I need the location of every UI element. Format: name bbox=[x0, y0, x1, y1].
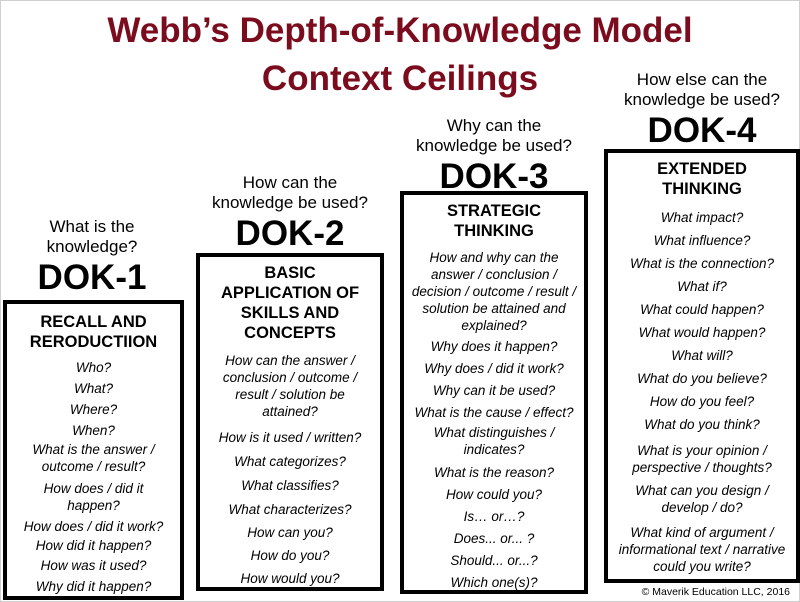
list-item: Who? bbox=[75, 360, 112, 375]
list-item: What classifies? bbox=[241, 478, 339, 493]
list-item: What is the connection? bbox=[629, 256, 775, 271]
list-item: How did it happen? bbox=[35, 538, 152, 553]
dok-1-box: RECALL AND RERODUCTIION Who? What? Where… bbox=[3, 300, 184, 600]
list-item: What impact? bbox=[660, 210, 744, 225]
list-item: How can you? bbox=[247, 525, 333, 540]
dok-4-label: DOK-4 bbox=[647, 111, 757, 150]
list-item: What could happen? bbox=[640, 302, 764, 317]
dok-2-heading: BASIC APPLICATION OF SKILLS AND CONCEPTS bbox=[220, 264, 360, 342]
list-item: How do you? bbox=[250, 548, 330, 563]
dok-1-question: What is the knowledge? bbox=[46, 217, 138, 256]
list-item: Why can it be used? bbox=[432, 383, 556, 398]
list-item: How can the answer / conclusion / outcom… bbox=[222, 353, 358, 419]
dok-4-heading: EXTENDED THINKING bbox=[657, 160, 747, 198]
dok-2-question: How can the knowledge be used? bbox=[212, 173, 368, 212]
dok-1-heading: RECALL AND RERODUCTIION bbox=[29, 313, 158, 351]
dok-4-question: How else can the knowledge be used? bbox=[624, 70, 780, 109]
dok-3-question: Why can the knowledge be used? bbox=[416, 116, 572, 155]
list-item: Why does it happen? bbox=[430, 339, 558, 354]
list-item: Where? bbox=[69, 402, 118, 417]
list-item: How would you? bbox=[240, 571, 340, 586]
list-item: When? bbox=[72, 423, 115, 438]
list-item: Does... or... ? bbox=[453, 531, 535, 546]
dok-1-label: DOK-1 bbox=[37, 258, 147, 297]
list-item: What can you design / develop / do? bbox=[635, 483, 769, 515]
list-item: Which one(s)? bbox=[450, 575, 538, 590]
dok-3-box: STRATEGIC THINKING How and why can the a… bbox=[400, 191, 588, 594]
list-item: What? bbox=[73, 381, 114, 396]
page-title: Webb’s Depth-of-Knowledge Model bbox=[107, 11, 693, 50]
list-item: What do you believe? bbox=[637, 371, 767, 386]
list-item: What is your opinion / perspective / tho… bbox=[632, 443, 772, 475]
list-item: Why does / did it work? bbox=[424, 361, 564, 376]
copyright-notice: © Maverik Education LLC, 2016 bbox=[641, 586, 790, 598]
page-subtitle: Context Ceilings bbox=[261, 59, 539, 98]
list-item: What influence? bbox=[653, 233, 751, 248]
list-item: Should... or...? bbox=[450, 553, 538, 568]
list-item: Is… or…? bbox=[463, 509, 525, 524]
list-item: What kind of argument / informational te… bbox=[618, 525, 786, 574]
list-item: How is it used / written? bbox=[218, 430, 362, 445]
list-item: How and why can the answer / conclusion … bbox=[411, 250, 577, 333]
list-item: What do you think? bbox=[644, 417, 760, 432]
list-item: What is the reason? bbox=[433, 465, 555, 480]
dok-4-box: EXTENDED THINKING What impact? What infl… bbox=[604, 149, 800, 583]
dok-3-heading: STRATEGIC THINKING bbox=[446, 202, 542, 240]
list-item: What is the answer / outcome / result? bbox=[32, 442, 155, 474]
list-item: What will? bbox=[671, 348, 733, 363]
list-item: What categorizes? bbox=[234, 454, 346, 469]
list-item: What characterizes? bbox=[228, 502, 352, 517]
list-item: What if? bbox=[677, 279, 727, 294]
dok-3-label: DOK-3 bbox=[439, 157, 549, 196]
list-item: How does / did it happen? bbox=[43, 481, 144, 513]
list-item: What would happen? bbox=[638, 325, 766, 340]
list-item: How do you feel? bbox=[649, 394, 755, 409]
dok-2-label: DOK-2 bbox=[235, 214, 345, 253]
list-item: How does / did it work? bbox=[23, 519, 164, 534]
list-item: Why did it happen? bbox=[35, 579, 152, 594]
list-item: What is the cause / effect? bbox=[414, 405, 574, 420]
list-item: How could you? bbox=[445, 487, 543, 502]
list-item: What distinguishes / indicates? bbox=[433, 425, 555, 457]
list-item: How was it used? bbox=[40, 558, 147, 573]
dok-2-box: BASIC APPLICATION OF SKILLS AND CONCEPTS… bbox=[196, 253, 384, 591]
